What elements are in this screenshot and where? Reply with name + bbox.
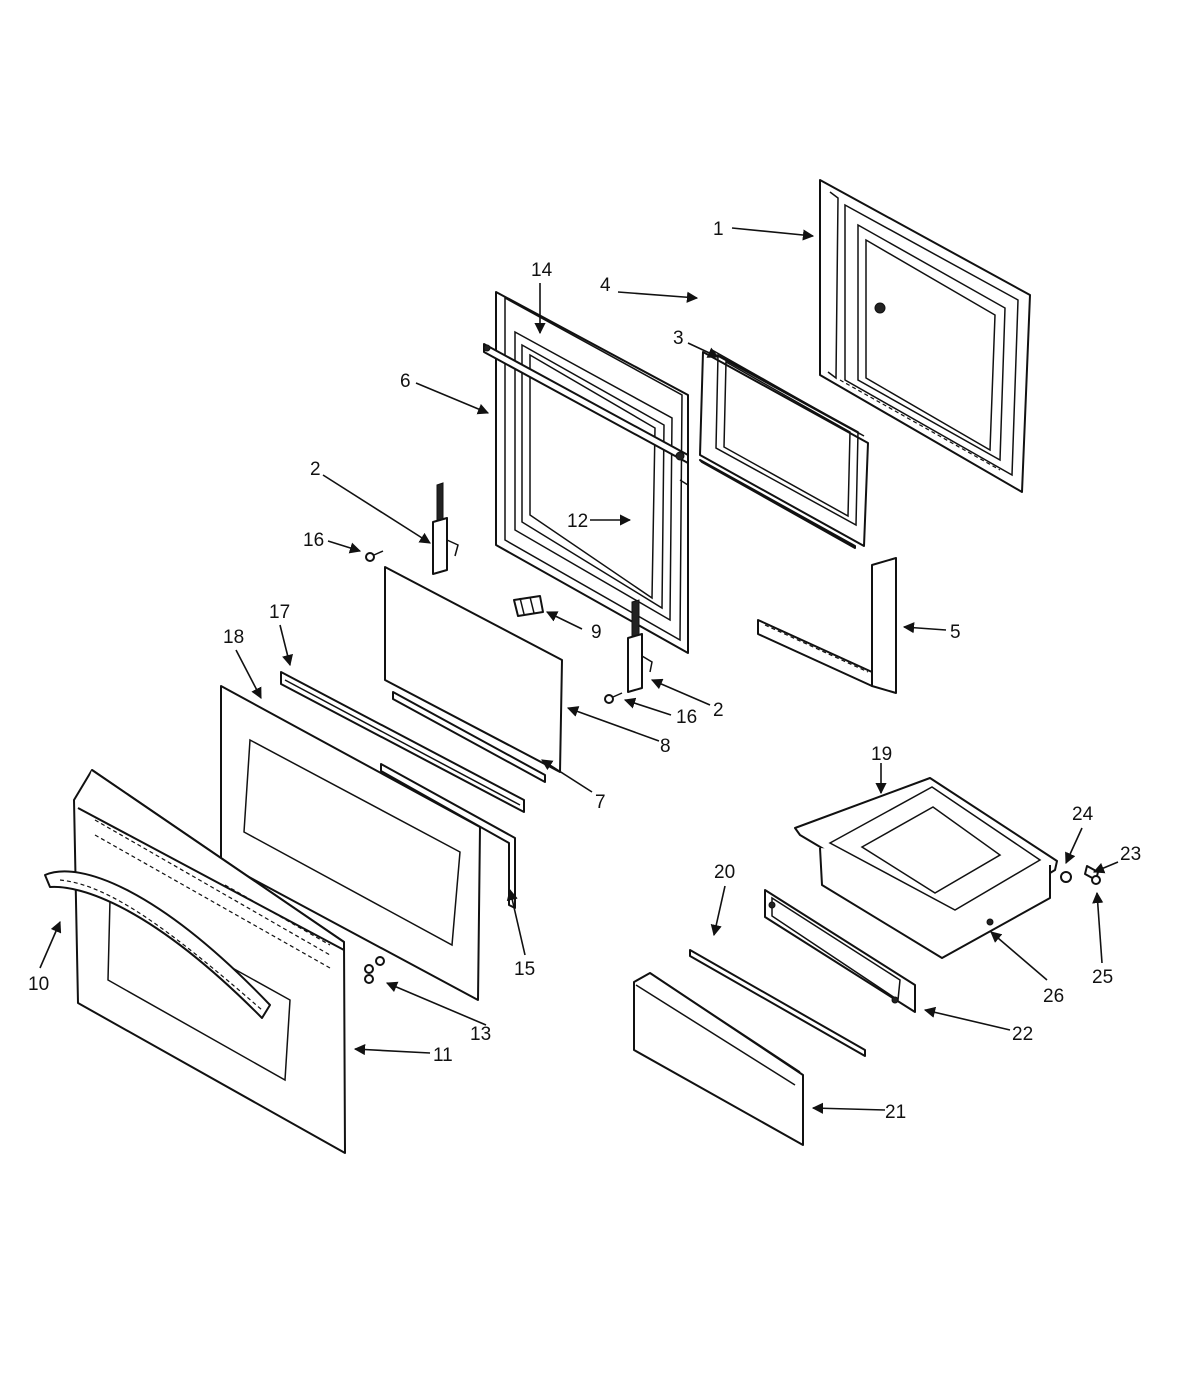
part-2-hinge-left: [432, 482, 459, 575]
callout-16-right: 16: [676, 707, 697, 728]
part-13-screws: [364, 956, 385, 984]
part-5-side-trim: [757, 557, 897, 694]
part-21-drawer-front: [633, 972, 804, 1146]
callout-26: 26: [1043, 986, 1064, 1007]
callout-6: 6: [400, 371, 411, 392]
leader-lines: [39, 227, 1119, 1114]
part-23-25-bolt: [1084, 865, 1101, 885]
callout-1: 1: [713, 219, 724, 240]
callout-18: 18: [223, 627, 244, 648]
part-16-screw-right: [604, 692, 623, 704]
callout-12: 12: [567, 511, 588, 532]
callout-8: 8: [660, 736, 671, 757]
callout-7: 7: [595, 792, 606, 813]
part-18-outer-glass: [220, 685, 481, 1001]
part-17-top-trim: [280, 671, 525, 813]
part-2-hinge-right: [627, 599, 653, 693]
part-24-nut: [1060, 871, 1072, 883]
part-16-screw-left: [365, 550, 384, 562]
part-14-top-trim: [483, 343, 689, 464]
callout-2-left: 2: [310, 459, 321, 480]
part-22-drawer-panel: [764, 889, 916, 1013]
part-10-door-handle: [44, 870, 271, 1019]
callout-22: 22: [1012, 1024, 1033, 1045]
callout-25: 25: [1092, 967, 1113, 988]
callout-21: 21: [885, 1102, 906, 1123]
callout-23: 23: [1120, 844, 1141, 865]
part-3-4-glass-pack: [699, 349, 869, 549]
callout-4: 4: [600, 275, 611, 296]
callout-20: 20: [714, 862, 735, 883]
callout-17: 17: [269, 602, 290, 623]
callout-10: 10: [28, 974, 49, 995]
callout-3: 3: [673, 328, 684, 349]
part-15-side-trim: [380, 763, 516, 909]
callout-9: 9: [591, 622, 602, 643]
callout-16-left: 16: [303, 530, 324, 551]
callout-11: 11: [433, 1045, 453, 1066]
callout-14: 14: [531, 260, 553, 281]
part-20-drawer-trim: [689, 949, 866, 1057]
callout-5: 5: [950, 622, 961, 643]
part-1-inner-door-panel: [819, 179, 1031, 493]
part-19-drawer-pan: [794, 777, 1058, 959]
part-9-latch-clip: [513, 595, 544, 617]
callout-2-right: 2: [713, 700, 724, 721]
callout-15: 15: [514, 959, 535, 980]
callout-24: 24: [1072, 804, 1094, 825]
callout-19: 19: [871, 744, 892, 765]
part-7-bottom-trim: [392, 691, 546, 783]
callout-13: 13: [470, 1024, 491, 1045]
